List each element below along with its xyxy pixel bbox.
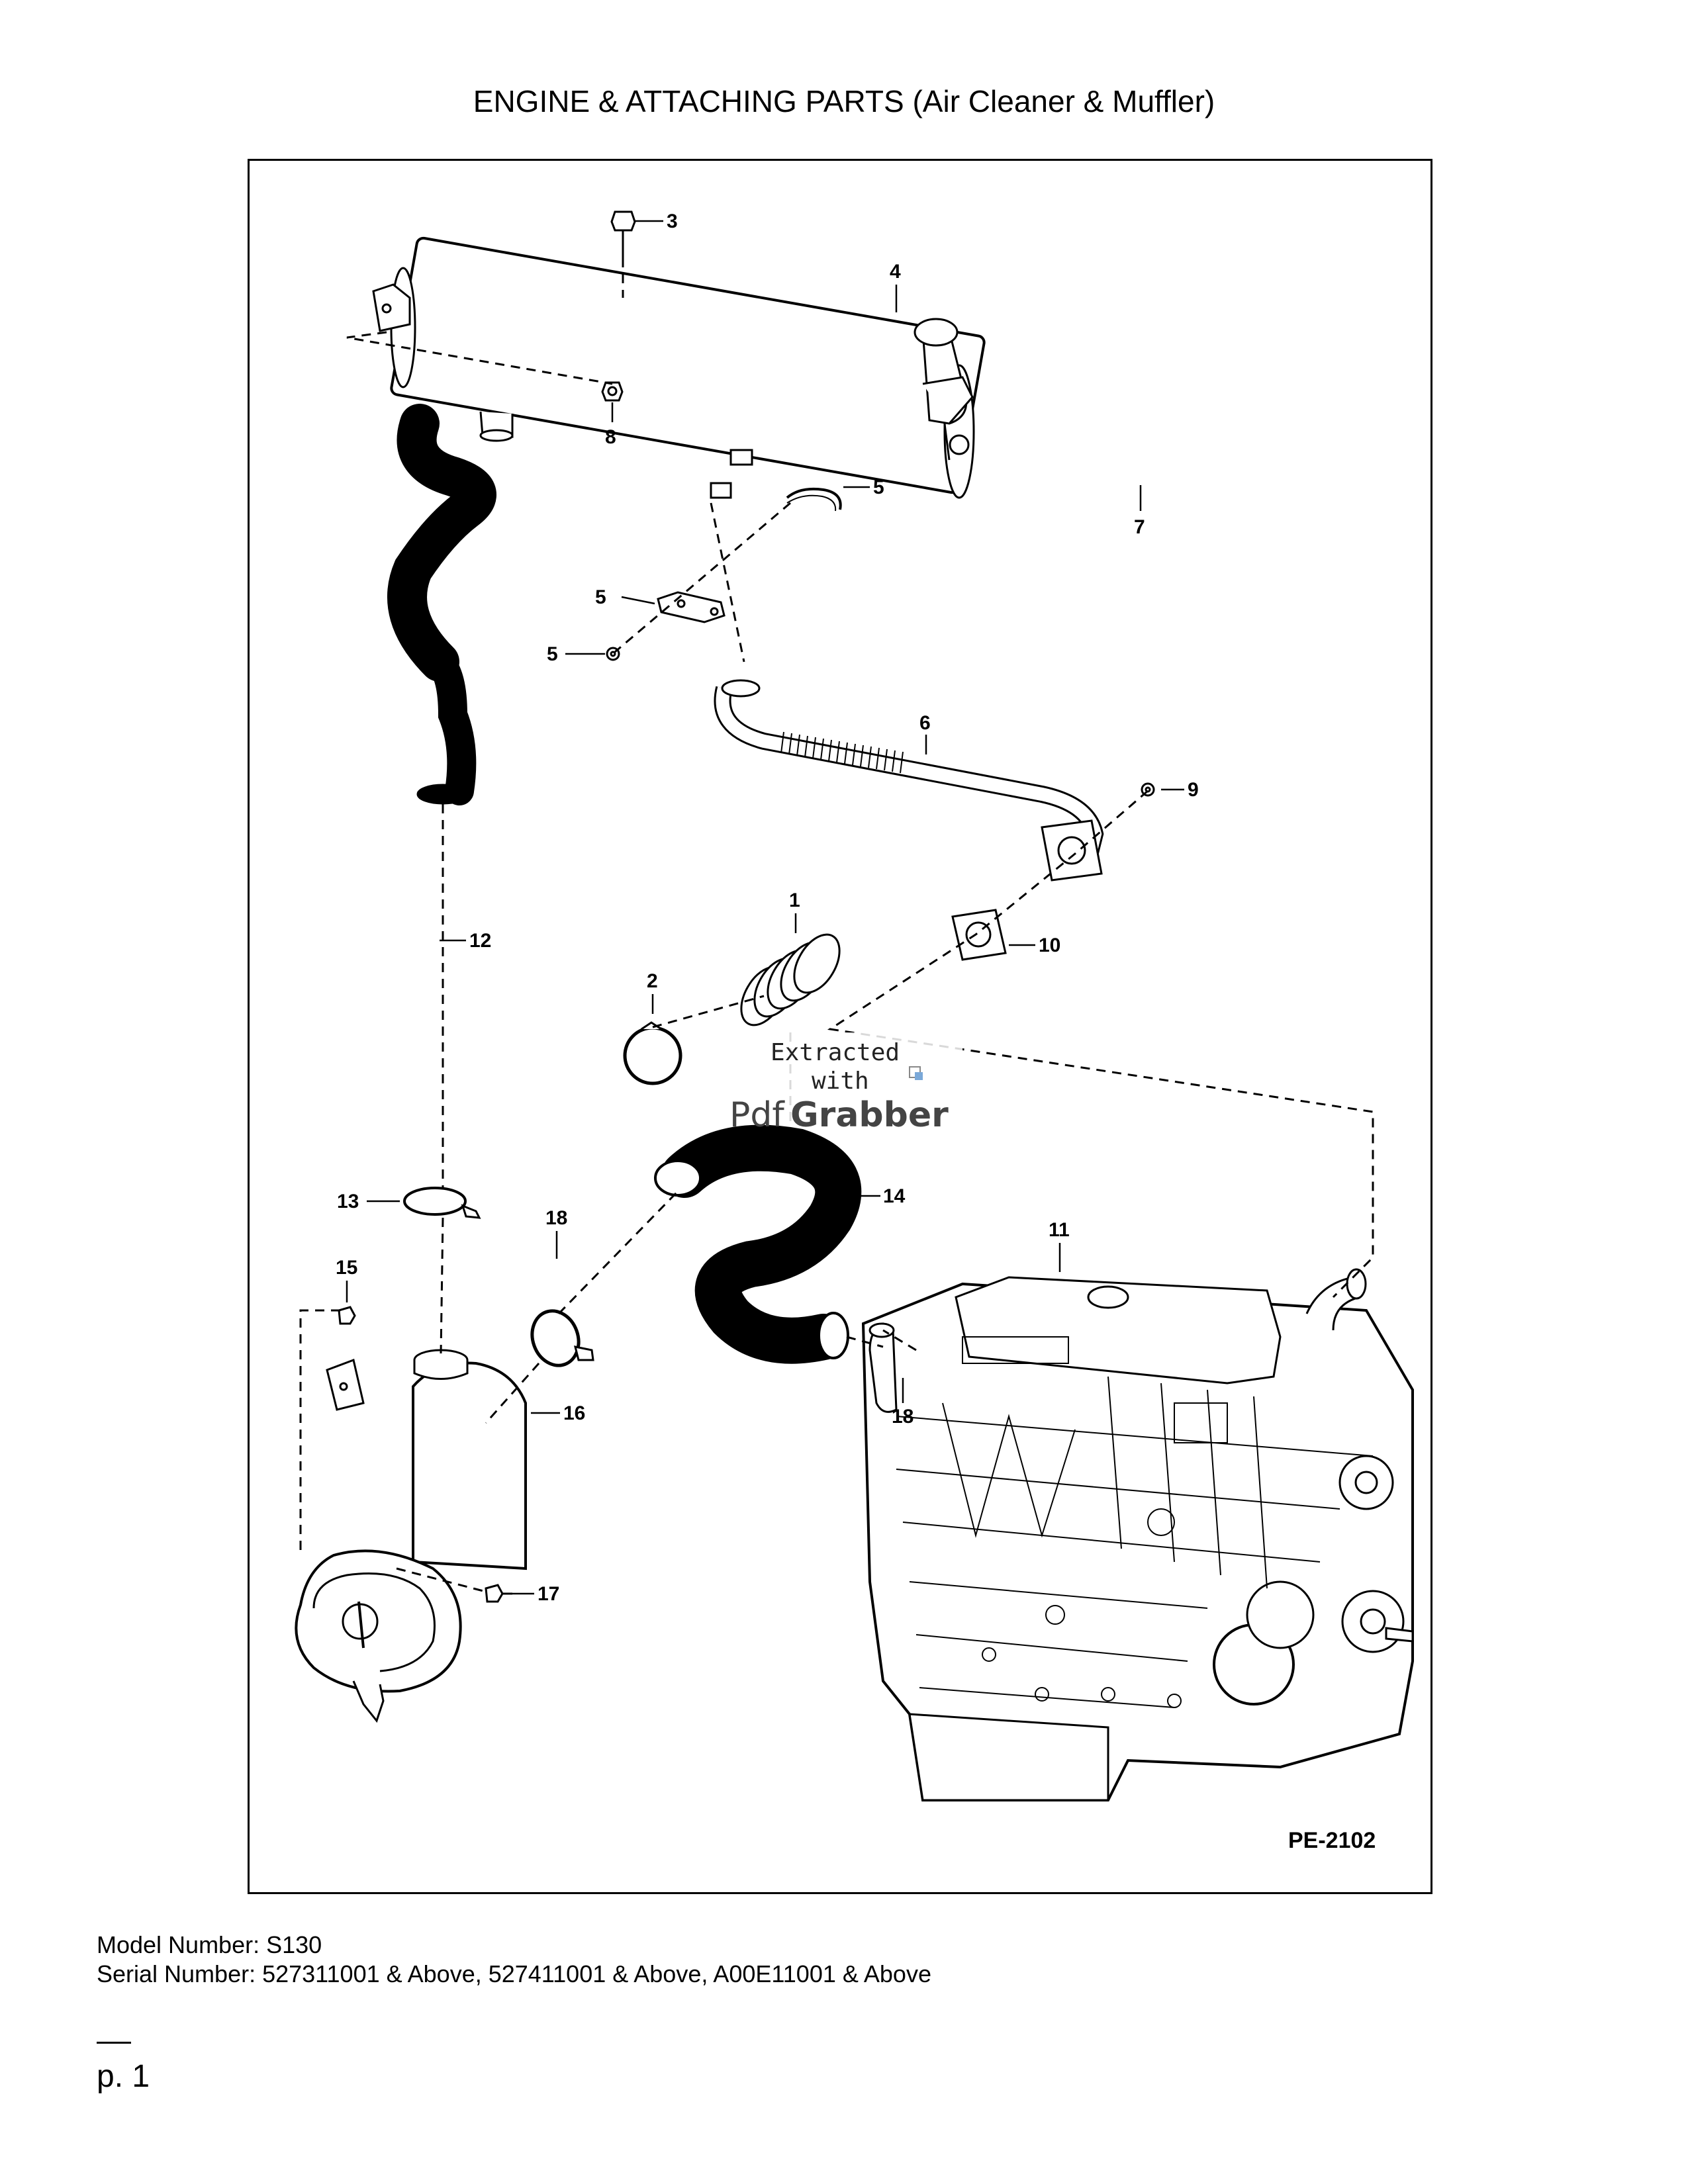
clamp-13 xyxy=(403,1187,481,1219)
serial-number: Serial Number: 527311001 & Above, 527411… xyxy=(97,1960,931,1987)
callout-11: 11 xyxy=(1049,1219,1070,1241)
watermark-line1: Extracted xyxy=(771,1039,900,1066)
page-number: p. 1 xyxy=(97,2059,150,2094)
callout-15: 15 xyxy=(336,1257,357,1279)
exploded-parts-diagram: 3 4 8 5 7 5 5 6 9 10 1 2 12 13 14 18 11 … xyxy=(295,210,1414,1853)
hose-14 xyxy=(654,1124,862,1364)
page-title: ENGINE & ATTACHING PARTS (Air Cleaner & … xyxy=(473,84,1215,118)
engine xyxy=(861,1268,1414,1801)
callout-7: 7 xyxy=(1134,516,1145,538)
callout-5-plate: 5 xyxy=(595,586,606,608)
pdfgrabber-watermark: Extracted with Pdf Grabber xyxy=(729,1032,962,1135)
leader-lines xyxy=(346,220,1184,1595)
clamp-2 xyxy=(623,1021,682,1085)
callout-17: 17 xyxy=(538,1583,559,1605)
clamp-18-left xyxy=(530,1309,594,1367)
footer-divider xyxy=(97,2042,131,2044)
figure-code: PE-2102 xyxy=(1288,1828,1376,1853)
callout-5-ubolt: 5 xyxy=(873,477,884,498)
bolt-15 xyxy=(338,1306,356,1325)
callout-8: 8 xyxy=(605,426,616,448)
muffler xyxy=(372,236,986,499)
callout-18-left: 18 xyxy=(545,1207,567,1229)
u-bolt-5 xyxy=(786,487,842,512)
clamp-plate-5 xyxy=(657,591,726,623)
exhaust-pipe xyxy=(714,679,1104,882)
bolt-3 xyxy=(610,210,636,258)
model-number: Model Number: S130 xyxy=(97,1931,322,1958)
callout-10: 10 xyxy=(1039,934,1060,956)
watermark-brand-left: Pdf xyxy=(729,1095,785,1135)
callout-18-right: 18 xyxy=(892,1406,914,1428)
connection-lines xyxy=(299,258,1374,1593)
callout-16: 16 xyxy=(563,1402,585,1424)
watermark-line2: with xyxy=(812,1068,869,1095)
callout-5-nut: 5 xyxy=(547,643,558,665)
nut-8 xyxy=(601,381,624,402)
diagram-frame xyxy=(248,159,1432,1894)
air-cleaner xyxy=(295,1349,527,1723)
bolt-17 xyxy=(485,1584,512,1603)
callout-14: 14 xyxy=(883,1185,906,1207)
hose-12 xyxy=(387,404,496,805)
bellows-hose-1 xyxy=(740,933,841,1026)
callout-4: 4 xyxy=(890,261,901,283)
callout-3: 3 xyxy=(667,210,678,232)
callout-13: 13 xyxy=(337,1191,359,1212)
callout-12: 12 xyxy=(469,930,491,952)
callout-1: 1 xyxy=(789,889,800,911)
watermark-brand-right: Grabber xyxy=(790,1095,949,1135)
callout-2: 2 xyxy=(647,970,658,992)
callout-6: 6 xyxy=(919,712,931,734)
callout-9: 9 xyxy=(1188,779,1199,801)
